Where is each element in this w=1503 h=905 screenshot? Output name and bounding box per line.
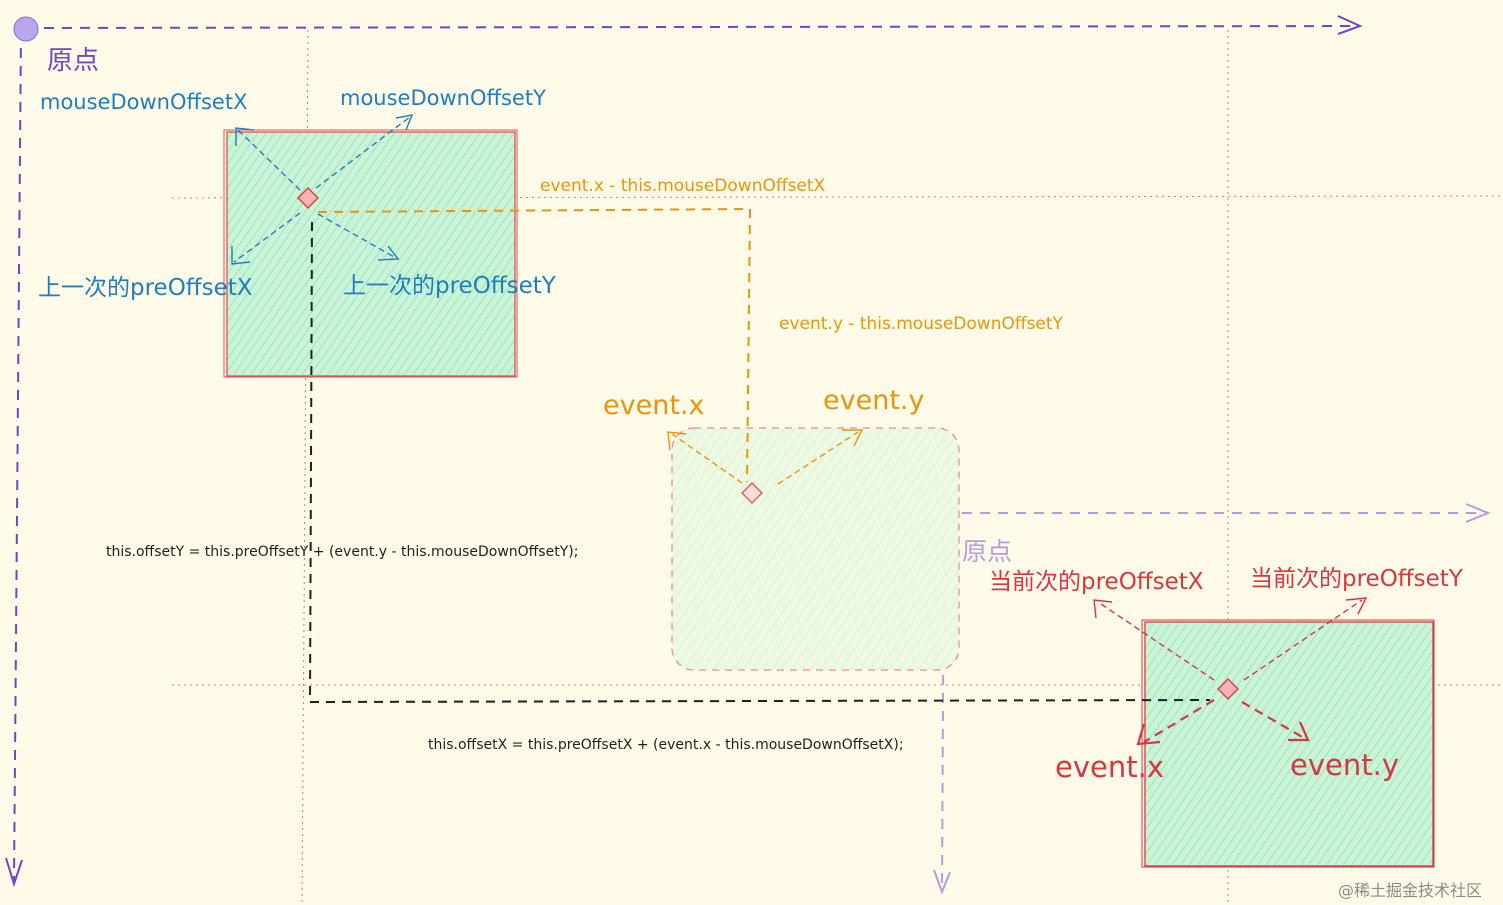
main-y-arrowhead (5, 857, 23, 888)
delta-y-expression: event.y - this.mouseDownOffsetY (779, 314, 1063, 334)
moved-origin-label: 原点 (962, 537, 1013, 566)
prev-offset-y-label: 上一次的preOffsetY (343, 273, 556, 299)
end-event-y-label: event.y (1290, 748, 1399, 782)
start-center-marker (297, 187, 319, 209)
offset-x-formula: this.offsetX = this.preOffsetX + (event.… (428, 737, 904, 753)
main-origin-dot (13, 16, 39, 42)
main-axes (5, 15, 1363, 888)
end-event-x-label: event.x (1055, 750, 1164, 784)
end-box (1141, 619, 1435, 868)
watermark: @稀土掘金技术社区 (1338, 881, 1483, 900)
prev-offset-x-label: 上一次的preOffsetX (38, 275, 253, 301)
moving-center-marker (741, 482, 763, 504)
end-box-event-arrowheads (1136, 721, 1310, 746)
moving-box-arrows (671, 431, 859, 485)
mouse-down-offset-x-label: mouseDownOffsetX (40, 90, 248, 114)
end-box-event-arrows (1143, 699, 1305, 743)
main-y-axis (13, 29, 22, 881)
end-box-arrows (1097, 599, 1363, 681)
moved-x-arrowhead (1465, 503, 1491, 523)
main-x-axis (25, 25, 1359, 29)
start-box (223, 129, 518, 378)
curr-offset-y-label: 当前次的preOffsetY (1250, 566, 1463, 592)
moving-box-arrowheads (667, 429, 864, 451)
mouse-down-offset-y-label: mouseDownOffsetY (340, 86, 546, 110)
end-center-marker (1217, 678, 1239, 700)
moving-box (671, 427, 960, 671)
main-origin-label: 原点 (47, 46, 100, 76)
moving-event-x-label: event.x (603, 390, 705, 421)
start-box-arrows (233, 116, 411, 263)
delta-x-expression: event.x - this.mouseDownOffsetX (540, 176, 826, 196)
formula-path (309, 221, 1211, 703)
delta-path (317, 208, 751, 483)
main-x-arrowhead (1337, 15, 1363, 35)
curr-offset-x-label: 当前次的preOffsetX (989, 569, 1204, 595)
end-box-arrowheads-outer (1093, 597, 1368, 619)
moved-y-arrowhead (933, 869, 951, 895)
start-box-arrowheads (231, 114, 414, 265)
moving-event-y-label: event.y (823, 385, 925, 416)
offset-y-formula: this.offsetY = this.preOffsetY + (event.… (106, 544, 579, 560)
